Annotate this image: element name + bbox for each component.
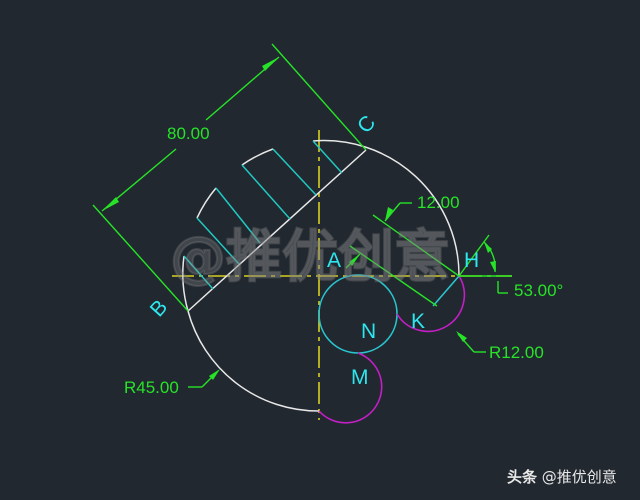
source-credit: 头条 @推优创意 — [507, 466, 617, 487]
dimension-label-r45: R45.00 — [124, 378, 179, 397]
point-label-k: K — [411, 310, 426, 333]
hatch-teeth — [183, 140, 343, 290]
dimension-label-angle: 53.00° — [514, 281, 564, 300]
center-lines — [172, 130, 512, 420]
arc-r45-lower — [187, 310, 320, 412]
point-label-m: M — [351, 366, 369, 389]
arc-tooth-1 — [182, 255, 189, 312]
dimension-angle — [458, 234, 512, 294]
dimension-label-r12: R12.00 — [489, 343, 544, 362]
arc-tooth-3 — [241, 148, 274, 166]
leader-r45 — [188, 369, 220, 388]
dimension-12 — [345, 202, 460, 307]
dimension-label-12: 12.00 — [417, 193, 460, 212]
arc-m — [318, 352, 383, 424]
line-bc — [187, 149, 367, 312]
point-label-a: A — [327, 249, 342, 272]
point-label-n: N — [361, 320, 377, 343]
credit-handle: @推优创意 — [541, 468, 617, 486]
radius-line-hk — [432, 275, 460, 307]
credit-platform: 头条 — [507, 468, 538, 486]
arc-r45-upper — [312, 139, 460, 277]
dimension-label-80: 80.00 — [167, 124, 210, 143]
dimension-80 — [92, 43, 367, 312]
circles — [318, 274, 466, 424]
arc-k-r12 — [396, 275, 466, 333]
outline — [182, 139, 460, 412]
watermark: @推优创意 — [169, 224, 451, 291]
leader-r12 — [456, 331, 486, 353]
point-label-h: H — [464, 249, 480, 272]
